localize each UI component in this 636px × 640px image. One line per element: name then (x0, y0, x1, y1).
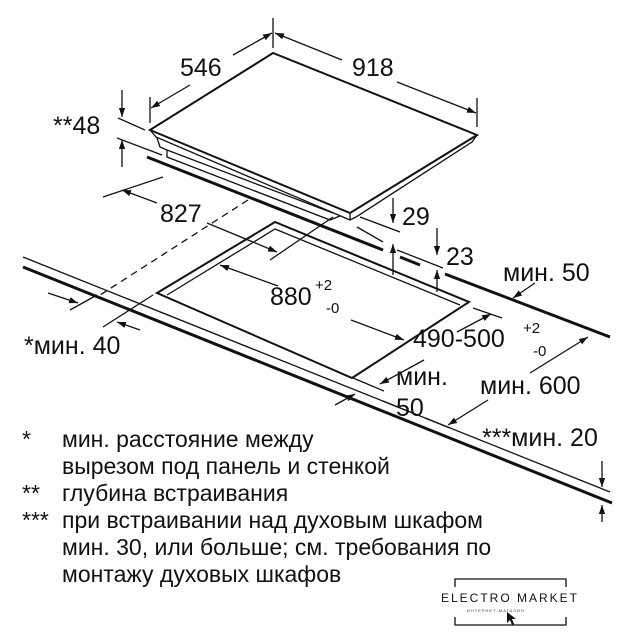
dim-cutout-depth-value: 490-500 (413, 325, 505, 353)
countertop-back-edge-seg (444, 272, 611, 339)
countertop-front-bottom-edge (22, 265, 613, 505)
dim-wall-min: *мин. 40 (24, 332, 120, 360)
logo-subtext: ИНТЕРНЕТ-МАГАЗИН (467, 608, 525, 613)
dimension-lines (47, 18, 606, 522)
countertop-front-top-edge (22, 256, 611, 493)
dim-hob-depth: 546 (180, 54, 222, 82)
hob-drawing (147, 51, 480, 221)
footnotes: * мин. расстояние между вырезом под пане… (22, 426, 491, 587)
dim-cutout-depth-tol-minus: -0 (533, 343, 546, 360)
dim-back-min: мин. 50 (503, 259, 590, 287)
cutout-outline (154, 220, 472, 380)
dim-front-min-label: мин. (396, 363, 448, 391)
cutout (154, 220, 472, 380)
dim-cutout-width: 880 +2 -0 (270, 277, 339, 317)
dim-frame-height: 23 (446, 243, 474, 271)
dim-oven-min: ***мин. 20 (482, 424, 598, 452)
note-line: мин. расстояние между (62, 426, 314, 452)
note-line: вырезом под панель и стенкой (62, 453, 390, 479)
hob-body-top (156, 137, 334, 214)
logo-text: ELECTRO MARKET (441, 591, 579, 605)
dim-cutout-width-tol-plus: +2 (315, 277, 332, 294)
note-line: монтажу духовых шкафов (62, 561, 341, 587)
dim-hob-width: 918 (352, 54, 394, 82)
countertop-back-edge (146, 155, 384, 252)
hob-body-bottom (166, 150, 341, 221)
note-line: при встраивании над духовым шкафом (62, 507, 483, 533)
note-line: глубина встраивания (62, 480, 288, 506)
dim-glass-thickness: 29 (402, 203, 430, 231)
dim-counter-min: мин. 600 (480, 372, 581, 400)
dim-cutout-depth-tol-plus: +2 (523, 320, 540, 337)
dim-body-width: 827 (160, 200, 202, 228)
note-mark: *** (22, 507, 49, 533)
hob-glass-edge (149, 129, 478, 221)
note-line: мин. 30, или больше; см. требования по (62, 534, 491, 560)
dim-cutout-depth: 490-500 +2 -0 (413, 320, 546, 360)
cutout-inner-edge (166, 228, 461, 306)
dim-cutout-width-value: 880 (270, 283, 312, 311)
countertop-back-edge-seg (399, 255, 421, 267)
cursor-icon (507, 612, 516, 625)
note-mark: ** (22, 480, 40, 506)
wall-projection-line (96, 199, 249, 298)
note-mark: * (22, 426, 31, 452)
dim-front-min-value: 50 (396, 394, 424, 422)
dim-build-depth: **48 (53, 112, 100, 140)
countertop (22, 155, 613, 505)
dim-cutout-width-tol-minus: -0 (326, 300, 339, 317)
electro-market-logo: ELECTRO MARKET ИНТЕРНЕТ-МАГАЗИН (441, 578, 579, 626)
